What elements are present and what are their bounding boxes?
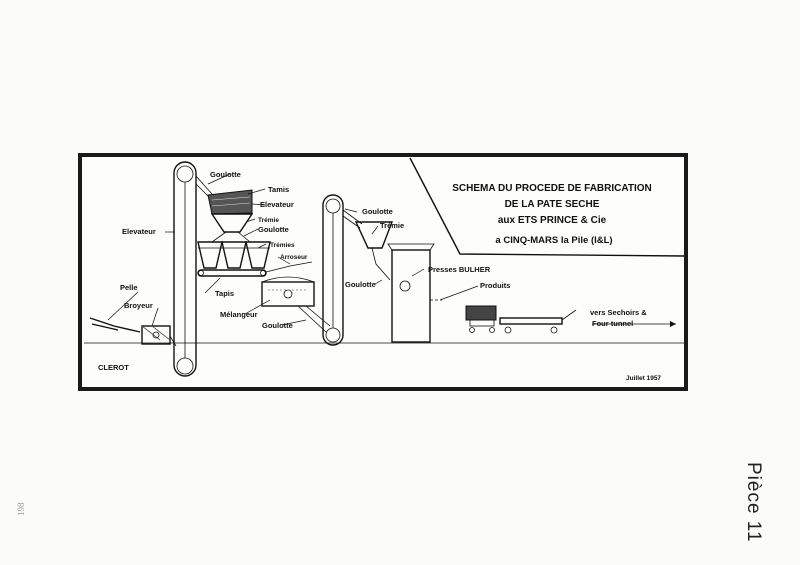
label-melangeur: Mélangeur bbox=[220, 310, 258, 319]
trolley bbox=[499, 309, 577, 334]
label-goulotte-mid: Goulotte bbox=[258, 225, 289, 234]
label-tapis: Tapis bbox=[215, 289, 234, 298]
label-arroseur: Arroseur bbox=[280, 254, 308, 261]
pelle-shovel bbox=[89, 317, 141, 333]
arroseur-pipe bbox=[265, 261, 313, 273]
label-broyeur: Broyeur bbox=[124, 301, 153, 310]
label-pelle: Pelle bbox=[120, 283, 138, 292]
flow-arrowhead bbox=[670, 321, 676, 327]
label-four-tunnel: Four tunnel bbox=[592, 319, 633, 328]
label-elevateur-top: Elevateur bbox=[260, 200, 294, 209]
tremie-right bbox=[354, 221, 394, 249]
goulotte-to-tremies bbox=[211, 231, 251, 243]
piece-number: Pièce 11 bbox=[743, 462, 764, 543]
right-elevator bbox=[322, 194, 344, 346]
label-produits: Produits bbox=[480, 281, 510, 290]
tamis-screen bbox=[207, 189, 253, 215]
label-presses: Presses BULHER bbox=[428, 265, 491, 274]
signature: CLEROT bbox=[98, 363, 129, 372]
goulotte-low-chute bbox=[297, 305, 331, 333]
broyeur-crusher bbox=[141, 325, 171, 345]
title-line-3: aux ETS PRINCE & Cie bbox=[498, 215, 607, 226]
margin-note: 198 bbox=[16, 502, 26, 517]
label-goulotte-right: Goulotte bbox=[362, 207, 393, 216]
label-goulotte-top: Goulotte bbox=[210, 170, 241, 179]
label-vers-sechoirs: vers Sechoirs & bbox=[590, 308, 647, 317]
goulotte-side-chute bbox=[371, 247, 391, 281]
tapis-belt bbox=[197, 269, 267, 277]
goulotte-right-chute bbox=[342, 209, 363, 229]
melangeur-mixer bbox=[261, 276, 315, 307]
label-goulotte-low: Goulotte bbox=[262, 321, 293, 330]
title-line-1: SCHEMA DU PROCEDE DE FABRICATION bbox=[452, 183, 651, 194]
label-tremie-top: Trémie bbox=[258, 217, 279, 224]
label-elevateur-left: Elevateur bbox=[122, 227, 156, 236]
title-line-4: a CINQ-MARS la Pile (I&L) bbox=[495, 235, 612, 246]
left-elevator bbox=[173, 161, 197, 377]
label-tremie-right: Trémie bbox=[380, 221, 404, 230]
label-tamis: Tamis bbox=[268, 185, 289, 194]
title-box-border bbox=[409, 157, 685, 257]
title-line-2: DE LA PATE SECHE bbox=[505, 199, 600, 210]
broyeur-feed bbox=[169, 335, 177, 347]
leader-lines bbox=[107, 173, 479, 327]
date-note: Juillet 1957 bbox=[626, 375, 661, 382]
presses-bulher bbox=[387, 243, 442, 343]
label-goulotte-side: Goulotte bbox=[345, 280, 376, 289]
label-tremies: Trémies bbox=[270, 242, 295, 249]
tremie-upper bbox=[210, 213, 254, 233]
tremies-group bbox=[197, 241, 271, 269]
produits-stack bbox=[465, 305, 497, 333]
